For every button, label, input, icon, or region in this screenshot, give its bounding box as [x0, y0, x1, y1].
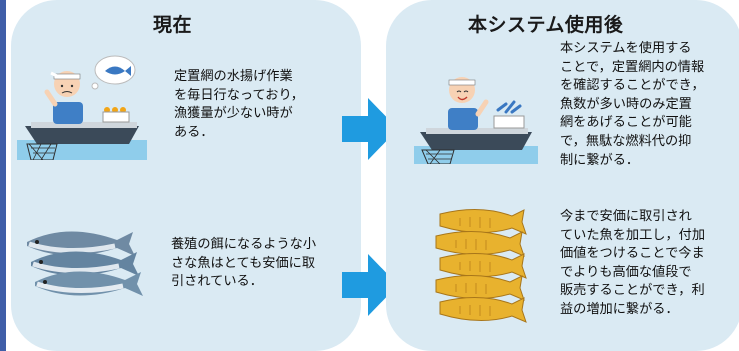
after-text-processing: 今まで安価に取引され ていた魚を加工し，付加 価値をつけることで今ま でよりも高…: [560, 209, 706, 317]
fisherman-boat-worried-icon: [17, 55, 147, 160]
after-system-panel: 本システム使用後 本システムを使用する ことで，定置網内の情報 を確認することが…: [386, 0, 739, 351]
right-arrow-icon: [342, 254, 398, 316]
dried-fish-stack-icon: [435, 208, 527, 323]
after-text-net-info: 本システムを使用する ことで，定置網内の情報 を確認することができ， 魚数が多い…: [560, 41, 705, 168]
mackerel-school-icon: [27, 231, 143, 296]
slide-edge-bar: [0, 0, 6, 351]
after-system-panel-title: 本システム使用後: [468, 14, 624, 36]
fisherman-boat-happy-icon: [414, 77, 538, 164]
current-panel-title: 現在: [153, 14, 193, 36]
current-panel: 現在 定置網の水揚げ作: [11, 0, 361, 351]
current-text-fishing: 定置網の水揚げ作業 を毎日行なっており， 漁獲量が少ない時が ある．: [174, 69, 304, 140]
right-arrow-icon: [342, 98, 398, 160]
current-text-small-fish: 養殖の餌になるような小 さな魚はとても安価に取 引されている．: [171, 237, 317, 290]
